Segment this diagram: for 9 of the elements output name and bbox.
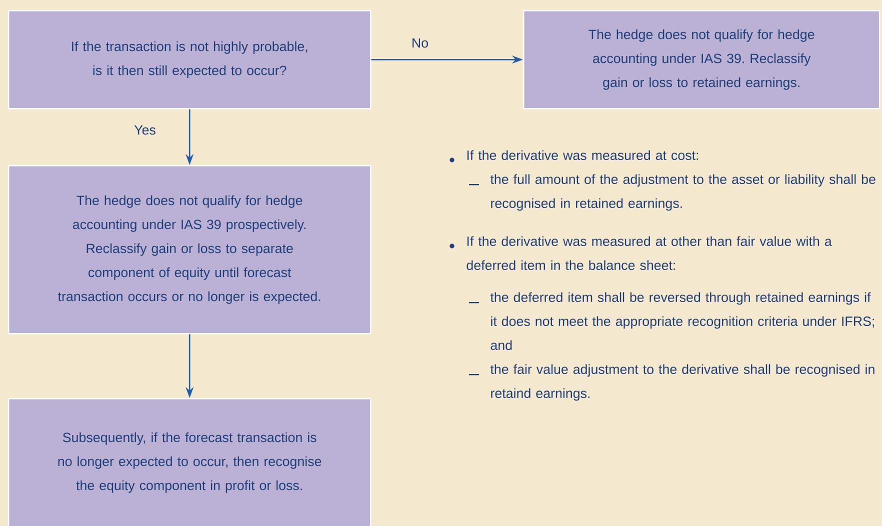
bullet-text: If the derivative was measured at other than fair value with a deferred item in the balance sheet:: [466, 236, 832, 270]
process-box: If the transaction is not highly probable, is it then still expected to occur?: [8, 10, 372, 110]
edge-label: Yes: [133, 124, 157, 136]
process-box: The hedge does not qualify for hedge accounting under IAS 39. Reclassify gain or loss to retained earnings.: [523, 10, 880, 110]
bullet-text: If the derivative was measured at cost:: [467, 150, 698, 160]
dash-text: the full amount of the adjustment to the asset or liability shall be recognised in retained earnings.: [490, 174, 876, 211]
dash-text: the fair value adjustment to the derivative shall be recognised in retaind earnings.: [490, 364, 874, 401]
process-box: The hedge does not qualify for hedge accounting under IAS 39 prospectively. Reclassify gain or loss to separate component of equity until forecast transaction occurs or no longer is expected.: [8, 165, 372, 334]
process-box: Subsequently, if the forecast transaction is no longer expected to occur, then recognise the equity component in profit or loss.: [8, 398, 372, 526]
